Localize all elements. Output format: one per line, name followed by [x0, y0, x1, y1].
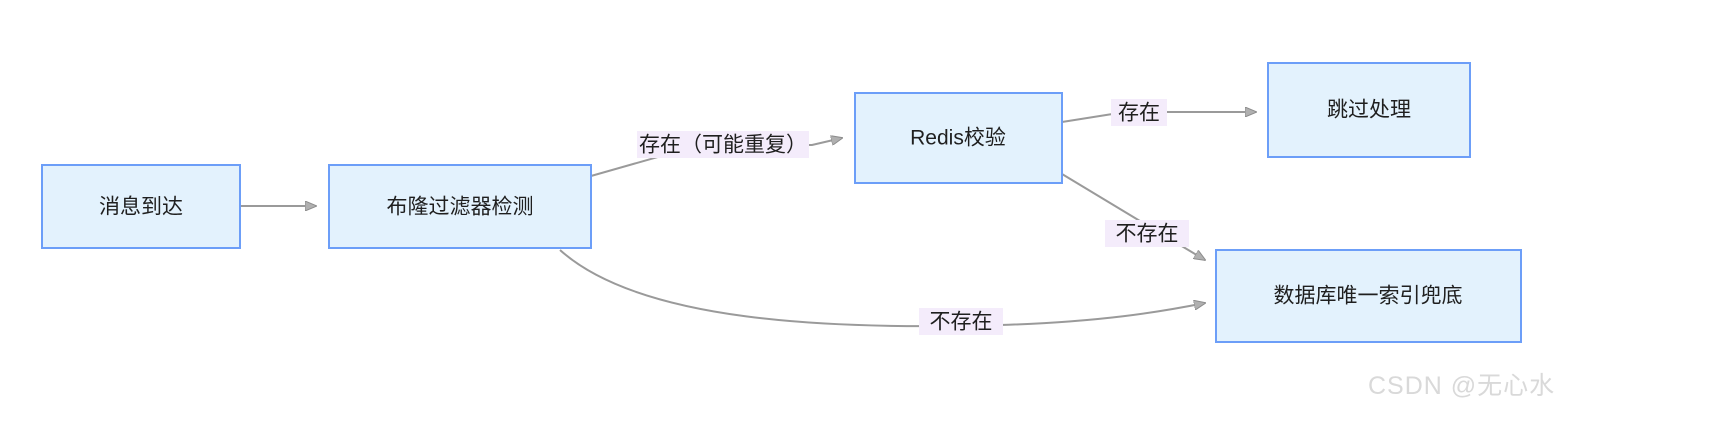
node-skip-processing[interactable]: 跳过处理: [1267, 62, 1471, 158]
edge-bloom-to-redis: 存在（可能重复）: [590, 131, 842, 177]
node-redis-check[interactable]: Redis校验: [854, 92, 1063, 184]
edge-label-background: [919, 308, 1003, 335]
node-label-redis: Redis校验: [910, 127, 1006, 150]
node-rect[interactable]: [854, 92, 1063, 184]
edge-redis-to-db: 不存在: [1061, 173, 1205, 260]
node-label-bloom: 布隆过滤器检测: [387, 196, 534, 219]
node-rect[interactable]: [1215, 249, 1522, 343]
edge-label-background: [1105, 220, 1189, 247]
edge-label-bloom-redis: 存在（可能重复）: [639, 134, 807, 157]
node-bloom-filter-check[interactable]: 布隆过滤器检测: [328, 164, 592, 249]
node-arrive[interactable]: 消息到达: [41, 164, 241, 249]
edge-path: [1061, 173, 1205, 260]
node-label-db: 数据库唯一索引兜底: [1274, 285, 1463, 308]
edge-redis-to-skip: 存在: [1061, 99, 1256, 126]
node-rect[interactable]: [1267, 62, 1471, 158]
edge-label-redis-db: 不存在: [1116, 223, 1179, 246]
node-label-skip: 跳过处理: [1327, 99, 1411, 122]
edge-path: [559, 249, 1205, 328]
node-db-unique-index[interactable]: 数据库唯一索引兜底: [1215, 249, 1522, 343]
edge-label-redis-skip: 存在: [1118, 102, 1160, 125]
node-rect[interactable]: [41, 164, 241, 249]
edge-label-background: [1111, 99, 1167, 126]
edge-bloom-to-db: 不存在: [559, 249, 1205, 335]
node-label-arrive: 消息到达: [99, 196, 183, 219]
node-rect[interactable]: [328, 164, 592, 249]
edge-label-bloom-db: 不存在: [930, 311, 993, 334]
edge-label-background: [637, 131, 809, 158]
csdn-watermark: CSDN @无心水: [1368, 372, 1556, 400]
